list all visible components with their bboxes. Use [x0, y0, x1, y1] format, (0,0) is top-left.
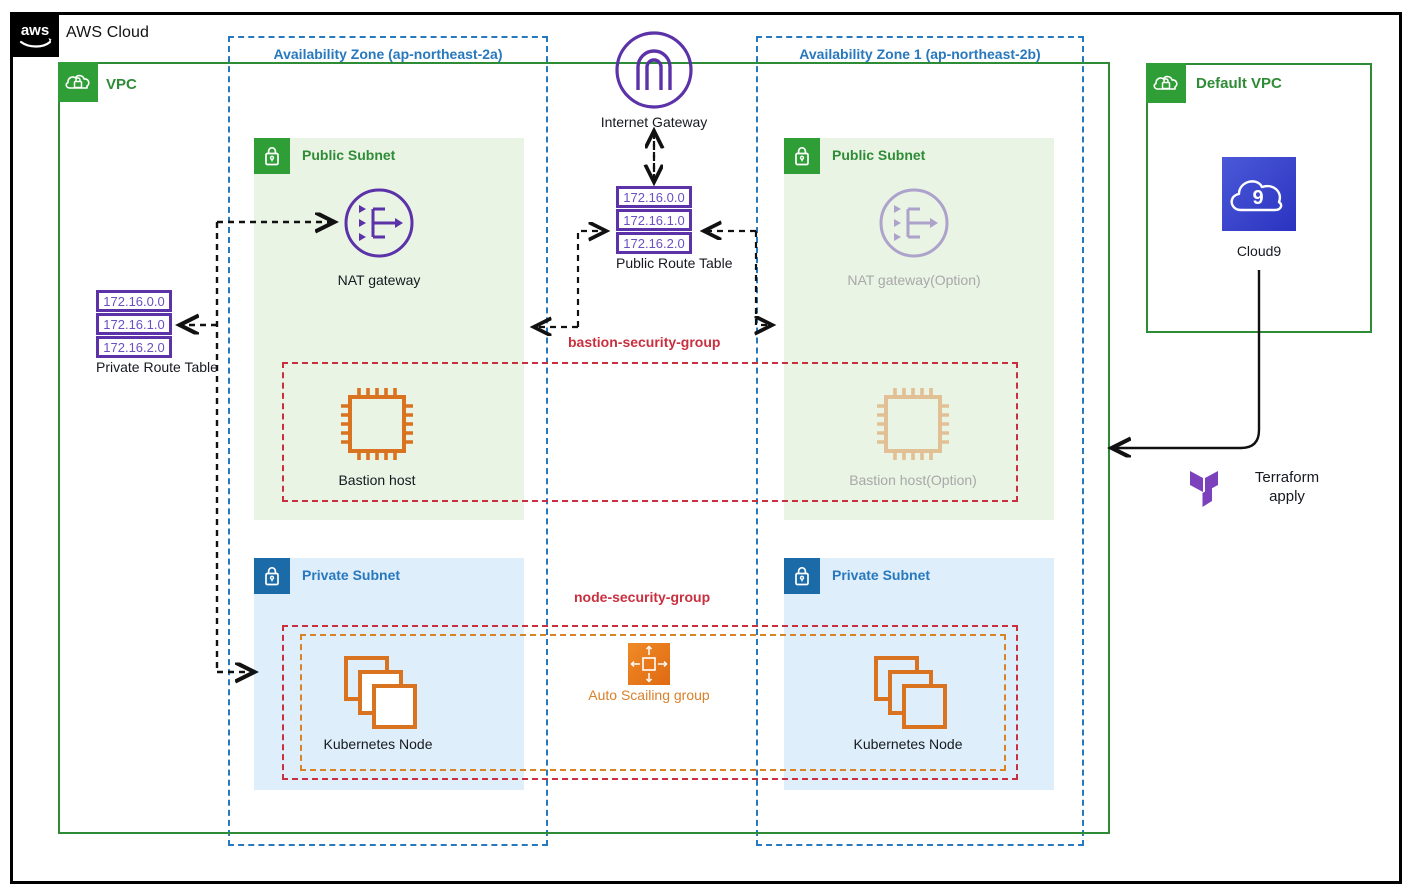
private-subnet-b-label: Private Subnet	[832, 567, 931, 583]
public-subnet-b: Public Subnet	[784, 138, 1054, 520]
route-entry: 172.16.0.0	[96, 290, 172, 312]
internet-gateway-label: Internet Gateway	[600, 114, 708, 130]
terraform-label-line2: apply	[1269, 488, 1305, 505]
svg-text:aws: aws	[21, 22, 49, 39]
route-entry: 172.16.2.0	[96, 336, 172, 358]
vpc-cloud-lock-icon	[1153, 75, 1178, 90]
subnet-lock-icon	[784, 138, 820, 174]
public-route-table-caption: Public Route Table	[616, 255, 733, 271]
kubernetes-node-b-label: Kubernetes Node	[853, 736, 963, 752]
route-entry: 172.16.2.0	[616, 232, 692, 254]
bastion-host-b-node: Bastion host(Option)	[813, 468, 1013, 488]
vpc-cloud-lock-icon	[65, 74, 90, 89]
availability-zone-a-label: Availability Zone (ap-northeast-2a)	[273, 46, 503, 62]
public-route-table: 172.16.0.0 172.16.1.0 172.16.2.0 Public …	[616, 186, 732, 271]
terraform-label-line1: Terraform	[1254, 469, 1320, 486]
subnet-lock-icon	[784, 558, 820, 594]
lock-icon	[795, 147, 809, 166]
nat-gateway-a-node: NAT gateway	[299, 268, 459, 288]
availability-zone-a-boundary	[228, 36, 548, 846]
kubernetes-node-a-label: Kubernetes Node	[323, 736, 433, 752]
terraform-apply-label: Terraform apply	[1232, 468, 1342, 506]
private-subnet-a-label: Private Subnet	[302, 567, 401, 583]
bastion-host-b-label: Bastion host(Option)	[849, 472, 977, 488]
private-route-table-caption: Private Route Table	[96, 359, 218, 375]
availability-zone-b-label: Availability Zone 1 (ap-northeast-2b)	[799, 46, 1041, 62]
default-vpc-boundary	[1146, 63, 1372, 333]
bastion-host-a-node: Bastion host	[297, 468, 457, 488]
node-security-group-boundary	[282, 625, 1018, 780]
nat-gateway-a-label: NAT gateway	[337, 272, 421, 288]
auto-scaling-group-label: Auto Scailing group	[588, 687, 710, 703]
route-entry: 172.16.0.0	[616, 186, 692, 208]
cloud9-node: Cloud9	[1199, 239, 1319, 259]
bastion-security-group-label: bastion-security-group	[568, 334, 721, 350]
route-entry: 172.16.1.0	[616, 209, 692, 231]
lock-icon	[265, 147, 279, 166]
nat-gateway-b-node: NAT gateway(Option)	[814, 268, 1014, 288]
auto-scaling-group-node: Auto Scailing group	[549, 683, 749, 703]
default-vpc-label: Default VPC	[1196, 75, 1282, 92]
bastion-security-group-boundary	[282, 362, 1018, 502]
public-subnet-b-label: Public Subnet	[832, 147, 926, 163]
aws-logo: aws	[11, 13, 59, 57]
auto-scaling-group-boundary	[300, 634, 1006, 771]
nat-gateway-b-label: NAT gateway(Option)	[847, 272, 981, 288]
internet-gateway-node: Internet Gateway	[574, 110, 734, 130]
kubernetes-node-b: Kubernetes Node	[818, 732, 998, 752]
lock-icon	[265, 567, 279, 586]
vpc-label: VPC	[106, 76, 137, 93]
aws-logo-icon: aws	[19, 22, 52, 48]
route-entry: 172.16.1.0	[96, 313, 172, 335]
lock-icon	[795, 567, 809, 586]
kubernetes-node-a: Kubernetes Node	[288, 732, 468, 752]
vpc-icon	[58, 62, 98, 102]
private-route-table: 172.16.0.0 172.16.1.0 172.16.2.0 Private…	[96, 290, 218, 375]
subnet-lock-icon	[254, 138, 290, 174]
bastion-host-a-label: Bastion host	[338, 472, 416, 488]
availability-zone-b-boundary	[756, 36, 1084, 846]
cloud9-label: Cloud9	[1236, 243, 1282, 259]
default-vpc-icon	[1146, 63, 1186, 103]
subnet-lock-icon	[254, 558, 290, 594]
node-security-group-label: node-security-group	[574, 589, 711, 605]
aws-cloud-label: AWS Cloud	[66, 24, 150, 41]
public-subnet-a-label: Public Subnet	[302, 147, 396, 163]
